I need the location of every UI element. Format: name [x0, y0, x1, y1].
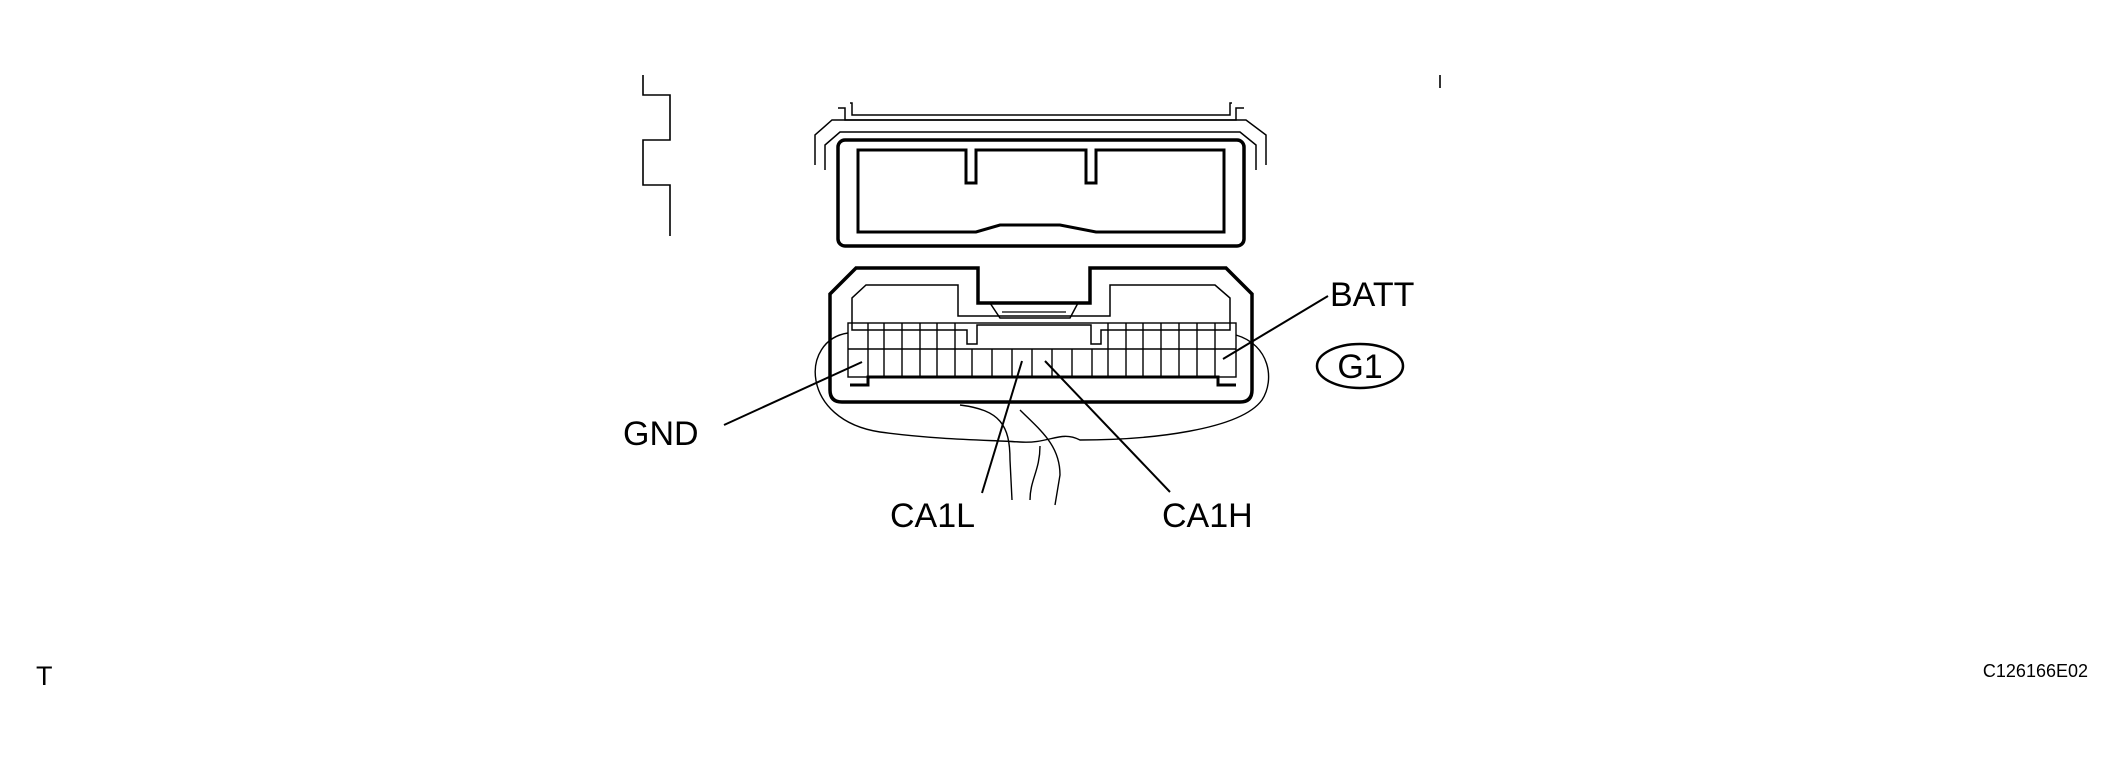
leader-gnd	[723, 361, 863, 426]
label-ca1l: CA1L	[890, 497, 975, 535]
ecu-housing	[642, 75, 1441, 236]
connector-code-ellipse	[1315, 342, 1405, 390]
label-figure-id: C126166E02	[1983, 661, 2088, 681]
label-connector-code: G1	[1337, 348, 1382, 386]
label-gnd: GND	[623, 415, 699, 453]
leader-ca1l	[981, 360, 1023, 494]
wire-harness	[814, 332, 1270, 506]
ecu-connector-receptacle	[814, 102, 1267, 248]
label-view-indicator: T	[36, 661, 53, 691]
label-ca1h: CA1H	[1162, 497, 1253, 535]
leader-ca1h	[1044, 360, 1171, 493]
label-batt: BATT	[1330, 276, 1414, 314]
leader-lines	[723, 295, 1329, 494]
harness-connector	[828, 266, 1254, 404]
terminal-grid	[847, 322, 1237, 378]
leader-batt	[1222, 295, 1329, 360]
